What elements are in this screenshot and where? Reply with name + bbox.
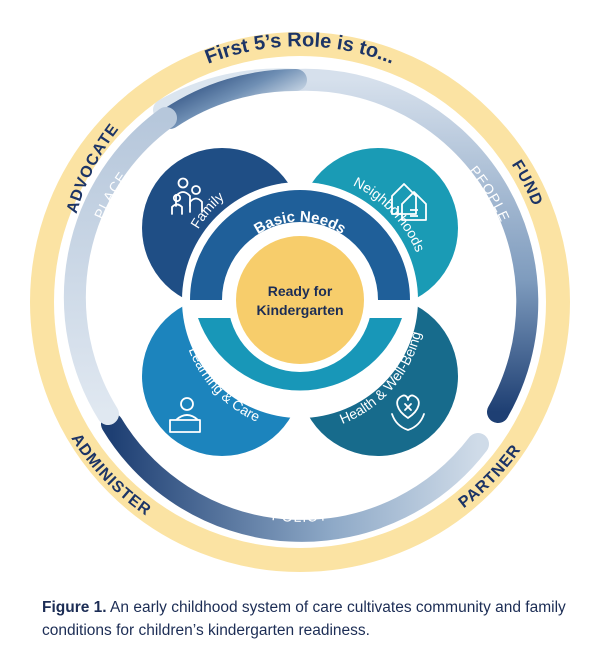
ring-arc-top-navy bbox=[159, 68, 307, 129]
ring-label-policy: POLICY bbox=[271, 507, 329, 525]
system-of-care-diagram: First 5’s Role is to... ADVOCATE FUND AD… bbox=[30, 29, 570, 572]
equity-label: Equity bbox=[276, 395, 324, 415]
ring-arc-policy bbox=[101, 413, 489, 542]
center-disk bbox=[236, 236, 364, 364]
ring-arc-people bbox=[285, 68, 539, 423]
caption-text: An early childhood system of care cultiv… bbox=[42, 599, 566, 639]
caption-lead: Figure 1. bbox=[42, 599, 107, 616]
center-label-line1: Ready for bbox=[268, 283, 333, 299]
heart-in-hands-icon bbox=[391, 394, 425, 431]
child-at-desk-icon bbox=[169, 397, 201, 433]
buildings-icon bbox=[391, 183, 427, 221]
center-label-line2: Kindergarten bbox=[256, 302, 343, 318]
family-icon bbox=[171, 177, 203, 215]
outer-role-ring bbox=[30, 32, 570, 572]
ring-arc-place bbox=[63, 107, 177, 425]
basic-needs-band bbox=[190, 190, 410, 300]
figure-caption: Figure 1. An early childhood system of c… bbox=[42, 596, 592, 642]
